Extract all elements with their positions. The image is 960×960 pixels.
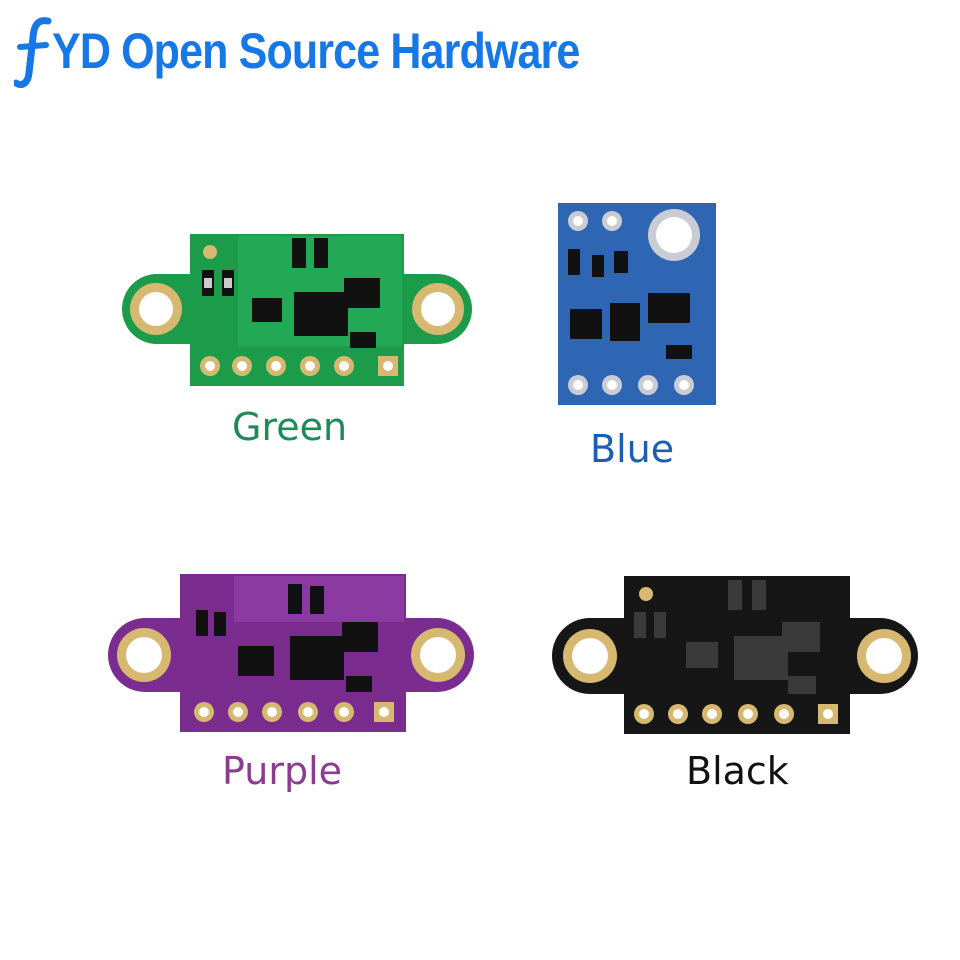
label-green: Green xyxy=(232,405,348,449)
board-green xyxy=(122,234,472,386)
label-purple: Purple xyxy=(222,749,343,793)
label-blue: Blue xyxy=(590,427,675,471)
board-black xyxy=(552,576,918,734)
brand-header: YD Open Source Hardware xyxy=(14,6,665,96)
stylized-f-logo-icon xyxy=(14,17,52,88)
board-blue xyxy=(558,203,716,405)
label-black: Black xyxy=(686,749,789,793)
brand-title: YD Open Source Hardware xyxy=(52,23,580,79)
board-purple xyxy=(108,574,474,732)
